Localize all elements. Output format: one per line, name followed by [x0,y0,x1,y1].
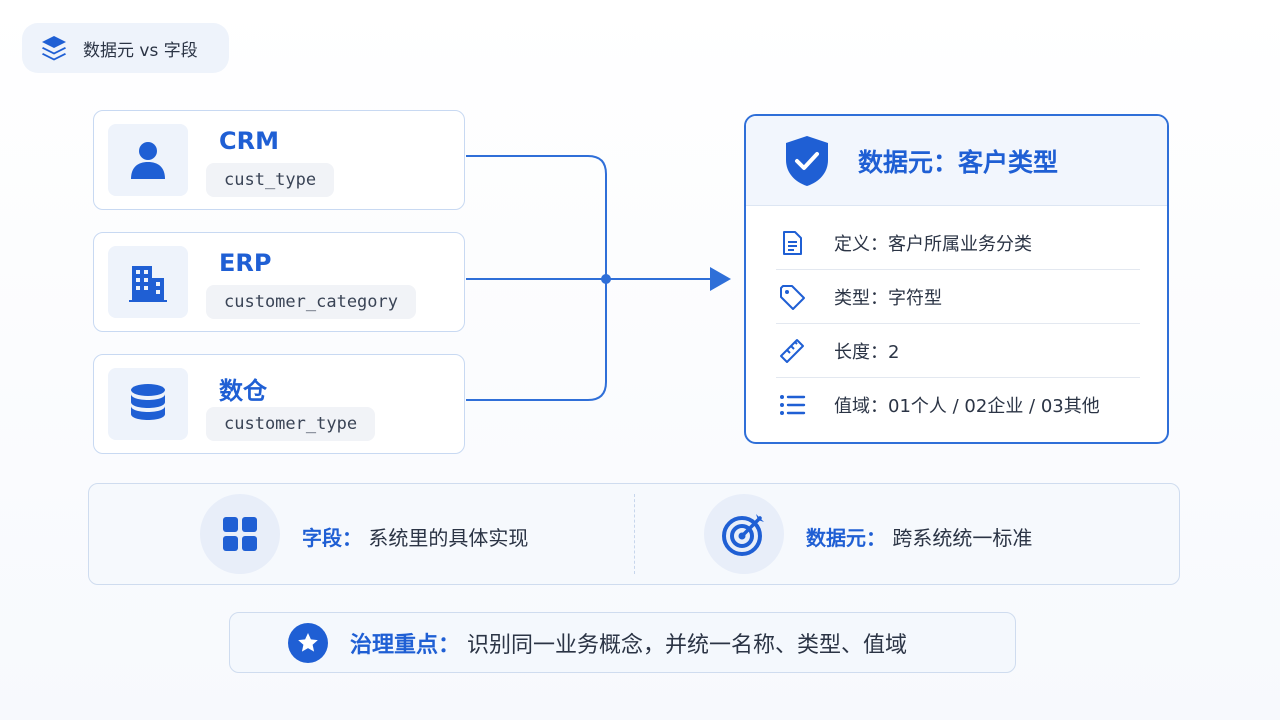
field-definition-key: 字段： [302,526,362,550]
source-name: ERP [219,249,272,277]
governance-focus-text: 治理重点： 识别同一业务概念，并统一名称、类型、值域 [350,627,907,659]
attr-row-length: 长度：2 [776,324,1140,378]
shield-check-icon [786,135,828,186]
source-field-code: customer_type [206,407,376,441]
page-title: 数据元 vs 字段 [83,40,198,61]
database-icon [131,384,165,420]
definition-divider [634,494,635,574]
governance-focus-key: 治理重点： [350,632,461,658]
grid-icon [223,517,257,551]
ruler-icon [780,338,804,363]
field-definition: 字段： 系统里的具体实现 [302,522,528,551]
element-definition-key: 数据元： [806,526,886,550]
list-icon [780,395,806,415]
element-definition-value: 跨系统统一标准 [892,526,1033,550]
source-icon-box [108,124,188,196]
source-name: CRM [219,127,279,155]
governance-focus-bar: 治理重点： 识别同一业务概念，并统一名称、类型、值域 [229,612,1016,673]
source-icon-box [108,368,188,440]
attr-label: 长度：2 [834,341,900,363]
element-definition: 数据元： 跨系统统一标准 [806,522,1032,551]
data-element-title: 数据元：客户类型 [858,147,1059,177]
attr-label: 定义：客户所属业务分类 [834,233,1032,255]
governance-focus-value: 识别同一业务概念，并统一名称、类型、值域 [467,632,908,658]
field-definition-value: 系统里的具体实现 [368,526,529,550]
field-icon-circle [200,494,280,574]
attr-row-definition: 定义：客户所属业务分类 [776,216,1140,270]
source-card-crm: CRM cust_type [93,110,465,210]
element-icon-circle [704,494,784,574]
page-title-pill: 数据元 vs 字段 [22,23,229,73]
data-element-card: 数据元：客户类型 定义：客户所属业务分类 类型：字符型 长度：2 值域：01个人… [744,114,1169,444]
star-icon [298,632,318,652]
source-icon-box [108,246,188,318]
layers-icon [42,36,66,61]
definition-panel: 字段： 系统里的具体实现 数据元： 跨系统统一标准 [88,483,1180,585]
star-icon-circle [288,622,328,663]
building-icon [129,266,167,302]
attr-label: 类型：字符型 [834,287,942,309]
tag-icon [780,284,805,310]
document-icon [783,230,802,255]
source-field-code: customer_category [206,285,416,319]
attr-label: 值域：01个人 / 02企业 / 03其他 [834,396,1100,417]
source-field-code: cust_type [206,163,335,197]
source-name: 数仓 [219,377,267,405]
attr-row-type: 类型：字符型 [776,270,1140,324]
source-card-erp: ERP customer_category [93,232,465,332]
attr-row-domain: 值域：01个人 / 02企业 / 03其他 [776,378,1140,432]
target-icon [722,514,764,556]
source-card-warehouse: 数仓 customer_type [93,354,465,454]
user-icon [131,142,165,179]
data-element-header: 数据元：客户类型 [746,116,1167,206]
